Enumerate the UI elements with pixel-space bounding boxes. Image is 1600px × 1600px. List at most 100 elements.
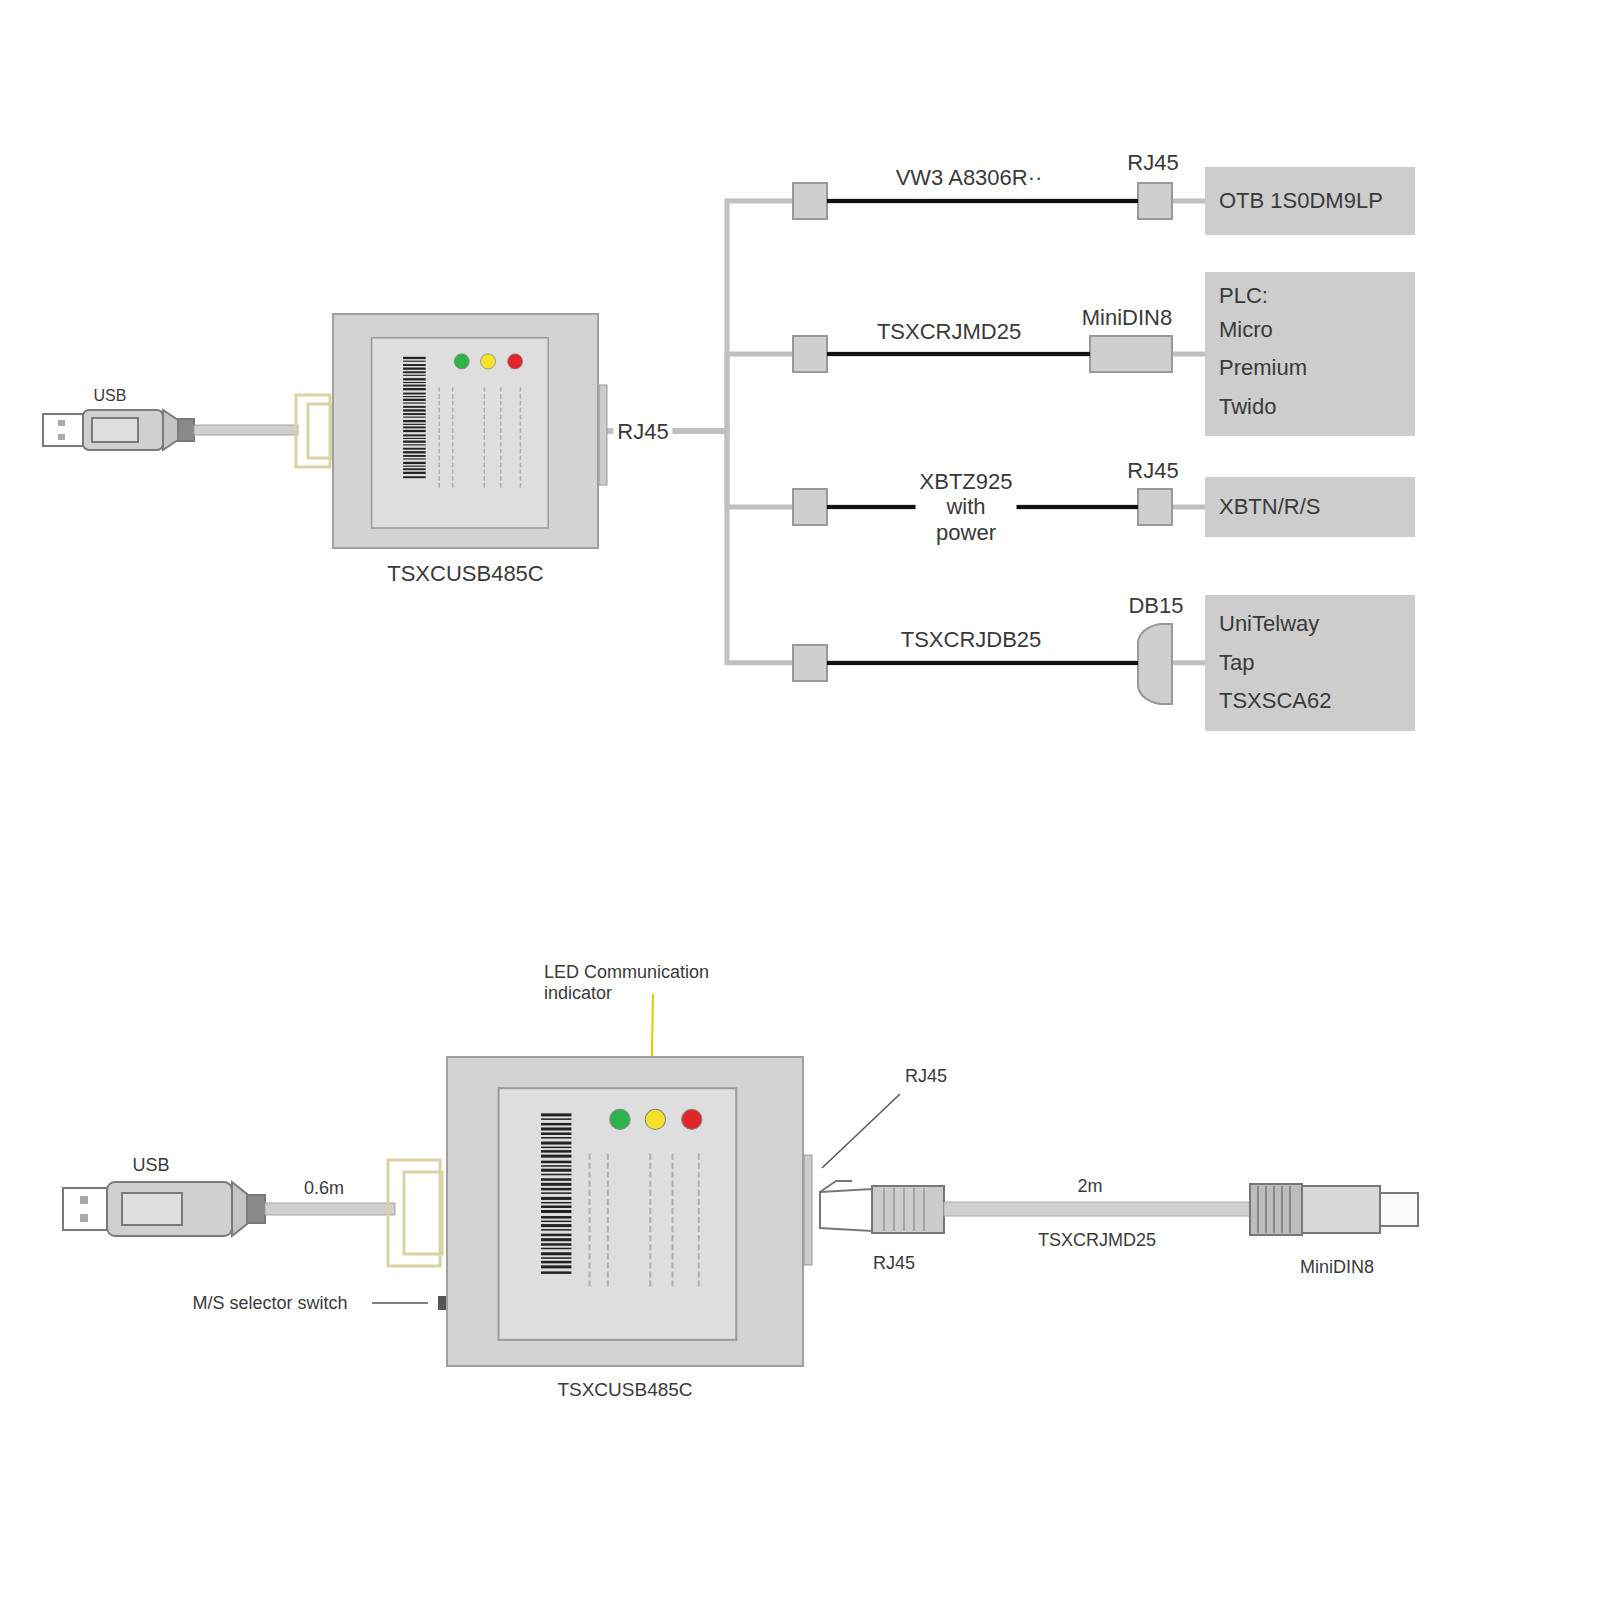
usb-cable <box>194 425 298 435</box>
barcode-bar <box>541 1221 571 1223</box>
part-label: DB15 <box>1128 593 1183 618</box>
barcode-bar <box>403 371 426 373</box>
barcode-bar <box>403 424 426 425</box>
leader-line <box>372 1302 428 1304</box>
barcode-bar <box>403 409 426 411</box>
barcode-bar <box>403 375 426 376</box>
barcode-bar <box>541 1150 571 1153</box>
rj45-plug <box>820 1181 944 1233</box>
barcode-bar <box>541 1202 571 1204</box>
print-line <box>484 387 486 490</box>
print-line <box>672 1154 674 1290</box>
leader-line <box>822 1094 900 1168</box>
barcode-bar <box>403 476 426 478</box>
barcode-bar <box>403 448 426 450</box>
barcode-bar <box>541 1188 571 1191</box>
part-label: USB <box>94 387 127 405</box>
barcode-bar <box>541 1229 571 1231</box>
barcode-bar <box>403 426 426 428</box>
barcode-bar <box>403 417 426 418</box>
converter-face <box>448 1058 802 1365</box>
print-line <box>520 387 522 490</box>
device-box: OTB 1S0DM9LP <box>1205 167 1415 235</box>
led <box>454 354 469 369</box>
barcode-bar <box>403 413 426 415</box>
part-label: RJ45 <box>613 419 672 444</box>
strain-relief <box>388 1160 442 1266</box>
barcode-bar <box>541 1205 571 1208</box>
barcode-bar <box>541 1265 571 1268</box>
barcode-bar <box>403 399 426 401</box>
cable-connector <box>599 201 1205 431</box>
cable-connector <box>599 431 1205 507</box>
part-label: MiniDIN8 <box>1300 1257 1374 1278</box>
cable <box>944 1202 1252 1216</box>
led <box>508 354 523 369</box>
barcode-bar <box>541 1142 571 1145</box>
print-line <box>649 1154 651 1290</box>
barcode-bar <box>541 1248 571 1250</box>
barcode-bar <box>541 1118 571 1120</box>
device-text: XBTN/R/S <box>1219 493 1401 522</box>
barcode-bar <box>541 1216 571 1219</box>
ms-switch <box>438 1296 446 1310</box>
barcode-bar <box>403 364 426 366</box>
part-label: M/S selector switch <box>192 1293 347 1314</box>
barcode-bar <box>403 472 426 474</box>
part-label: RJ45 <box>1127 458 1178 483</box>
print-line <box>452 387 454 490</box>
print-line <box>438 387 440 490</box>
barcode-bar <box>541 1161 571 1164</box>
converter-face <box>334 315 597 547</box>
cable-label: XBTZ925 with power <box>916 469 1017 545</box>
barcode-bar <box>403 378 426 380</box>
part-label: RJ45 <box>873 1253 915 1274</box>
barcode-bar <box>541 1192 571 1194</box>
strain-relief <box>296 395 332 467</box>
part-label: MiniDIN8 <box>1082 305 1172 330</box>
print-line <box>607 1154 609 1290</box>
barcode-bar <box>403 468 426 470</box>
part-label: RJ45 <box>1127 150 1178 175</box>
barcode-bar <box>403 393 426 395</box>
barcode-bar <box>541 1178 571 1181</box>
part-label: TSXCRJMD25 <box>1038 1230 1156 1251</box>
barcode-bar <box>403 361 426 362</box>
barcode-bar <box>541 1238 571 1241</box>
cable-connector <box>599 431 1205 663</box>
rj45-port <box>599 385 607 485</box>
usb-cable <box>265 1203 395 1215</box>
barcode-bar <box>541 1137 571 1139</box>
barcode-bar <box>541 1243 571 1246</box>
led <box>682 1109 702 1129</box>
barcode-bar <box>541 1113 571 1116</box>
part-label: 0.6m <box>304 1178 344 1199</box>
barcode-bar <box>403 420 426 422</box>
barcode-bar <box>403 458 426 459</box>
barcode-bar <box>541 1155 571 1158</box>
barcode-bar <box>541 1183 571 1186</box>
label-plate <box>499 1088 737 1340</box>
usb-plug <box>43 410 194 450</box>
barcode-bar <box>403 396 426 397</box>
barcode-bar <box>403 444 426 445</box>
part-label: 2m <box>1077 1176 1102 1197</box>
barcode-bar <box>403 441 426 443</box>
barcode-bar <box>541 1165 571 1167</box>
cable-lines <box>827 201 1138 663</box>
barcode-bar <box>541 1197 571 1200</box>
print-line <box>500 387 502 490</box>
barcode-bar <box>541 1132 571 1135</box>
barcode-bar <box>403 462 426 464</box>
device-text: Micro Premium Twido <box>1219 311 1307 427</box>
barcode-bar <box>403 385 426 387</box>
print-line <box>589 1154 591 1290</box>
barcode-bar <box>403 357 426 359</box>
device-text: UniTelway Tap TSXSCA62 <box>1219 605 1331 721</box>
part-label: LED Communication indicator <box>544 962 744 1003</box>
part-label: RJ45 <box>905 1066 947 1087</box>
barcode-bar <box>403 434 426 436</box>
cable-label: TSXCRJDB25 <box>901 627 1042 652</box>
barcode-bar <box>541 1169 571 1172</box>
